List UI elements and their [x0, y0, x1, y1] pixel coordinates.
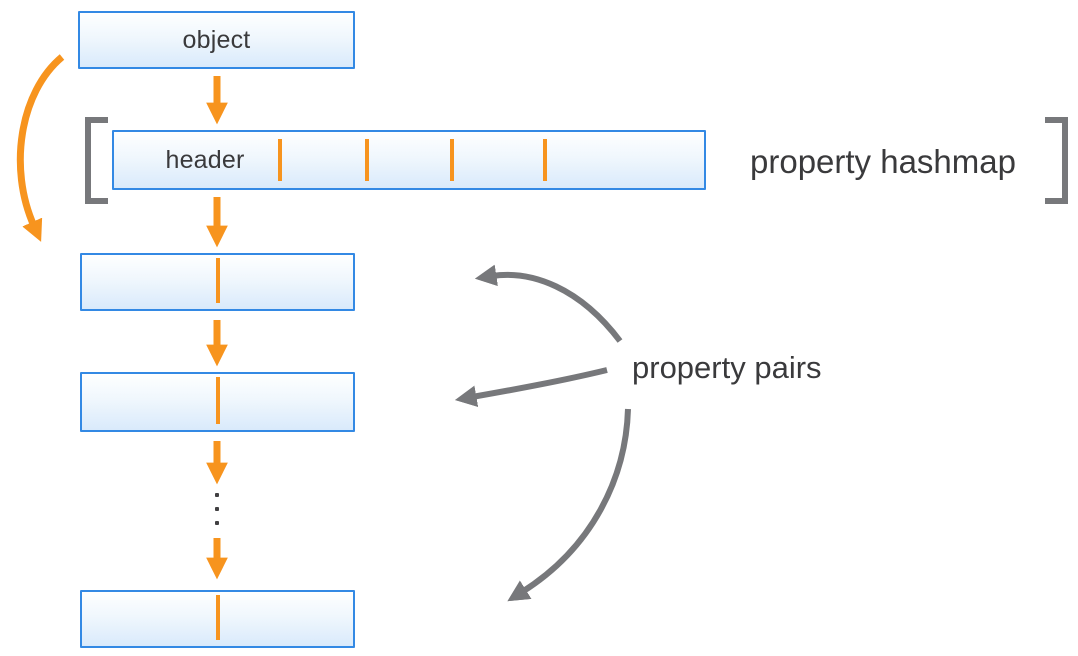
- ellipsis-dot: [215, 521, 219, 525]
- callout-arrow-to-pair3: [507, 408, 631, 602]
- hashmap-slot-divider: [543, 139, 547, 181]
- callout-arrow-to-pair1: [474, 264, 623, 343]
- object-box-label: object: [182, 25, 251, 54]
- right-bracket: [1045, 117, 1068, 204]
- header-box-label: header: [165, 145, 245, 174]
- property-pair-box: [80, 372, 355, 432]
- hashmap-slot-divider: [278, 139, 282, 181]
- object-box: object: [78, 11, 355, 69]
- property-hashmap-box: header: [112, 130, 706, 190]
- pair-divider: [215, 258, 220, 303]
- property-pair-box: [80, 253, 355, 311]
- left-bracket: [85, 117, 108, 204]
- property-pair-box: [80, 590, 355, 648]
- hashmap-slot-divider: [365, 139, 369, 181]
- pair-divider: [215, 377, 220, 424]
- property-hashmap-caption: property hashmap: [750, 143, 1016, 180]
- callout-arrow-to-pair2: [454, 367, 608, 407]
- pair-divider: [215, 595, 220, 640]
- ellipsis-dot: [215, 493, 219, 497]
- ellipsis-dot: [215, 507, 219, 511]
- vertical-ellipsis: [215, 493, 219, 525]
- arrow-object-to-pair1-curved: [16, 54, 65, 242]
- property-pairs-caption: property pairs: [632, 350, 822, 385]
- hashmap-slot-divider: [450, 139, 454, 181]
